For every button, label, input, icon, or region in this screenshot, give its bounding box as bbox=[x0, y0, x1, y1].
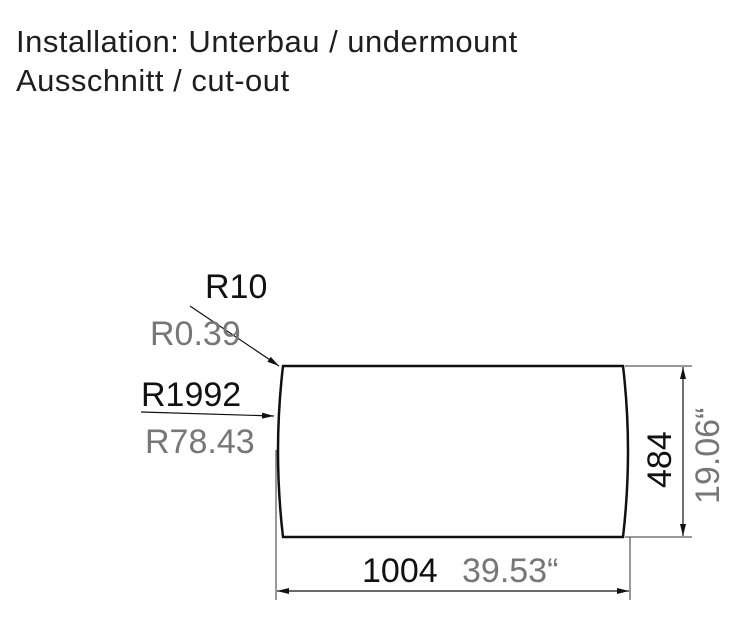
cutout-label: Ausschnitt / cut-out bbox=[16, 63, 290, 98]
width-mm: 1004 bbox=[362, 552, 438, 590]
height-in: 19.06“ bbox=[689, 408, 727, 504]
side-radius-in: R78.43 bbox=[145, 423, 255, 461]
corner-radius-in: R0.39 bbox=[150, 315, 241, 353]
corner-radius-leader bbox=[189, 305, 280, 367]
arrow-head bbox=[277, 588, 289, 594]
corner-radius-mm: R10 bbox=[205, 268, 267, 306]
cutout-outline bbox=[276, 364, 630, 539]
arrow-head bbox=[680, 367, 686, 379]
side-radius-mm: R1992 bbox=[141, 376, 241, 414]
height-mm: 484 bbox=[641, 431, 679, 488]
side-radius-leader bbox=[140, 411, 275, 419]
width-in: 39.53“ bbox=[462, 552, 558, 590]
installation-label: Installation: Unterbau / undermount bbox=[16, 24, 518, 59]
